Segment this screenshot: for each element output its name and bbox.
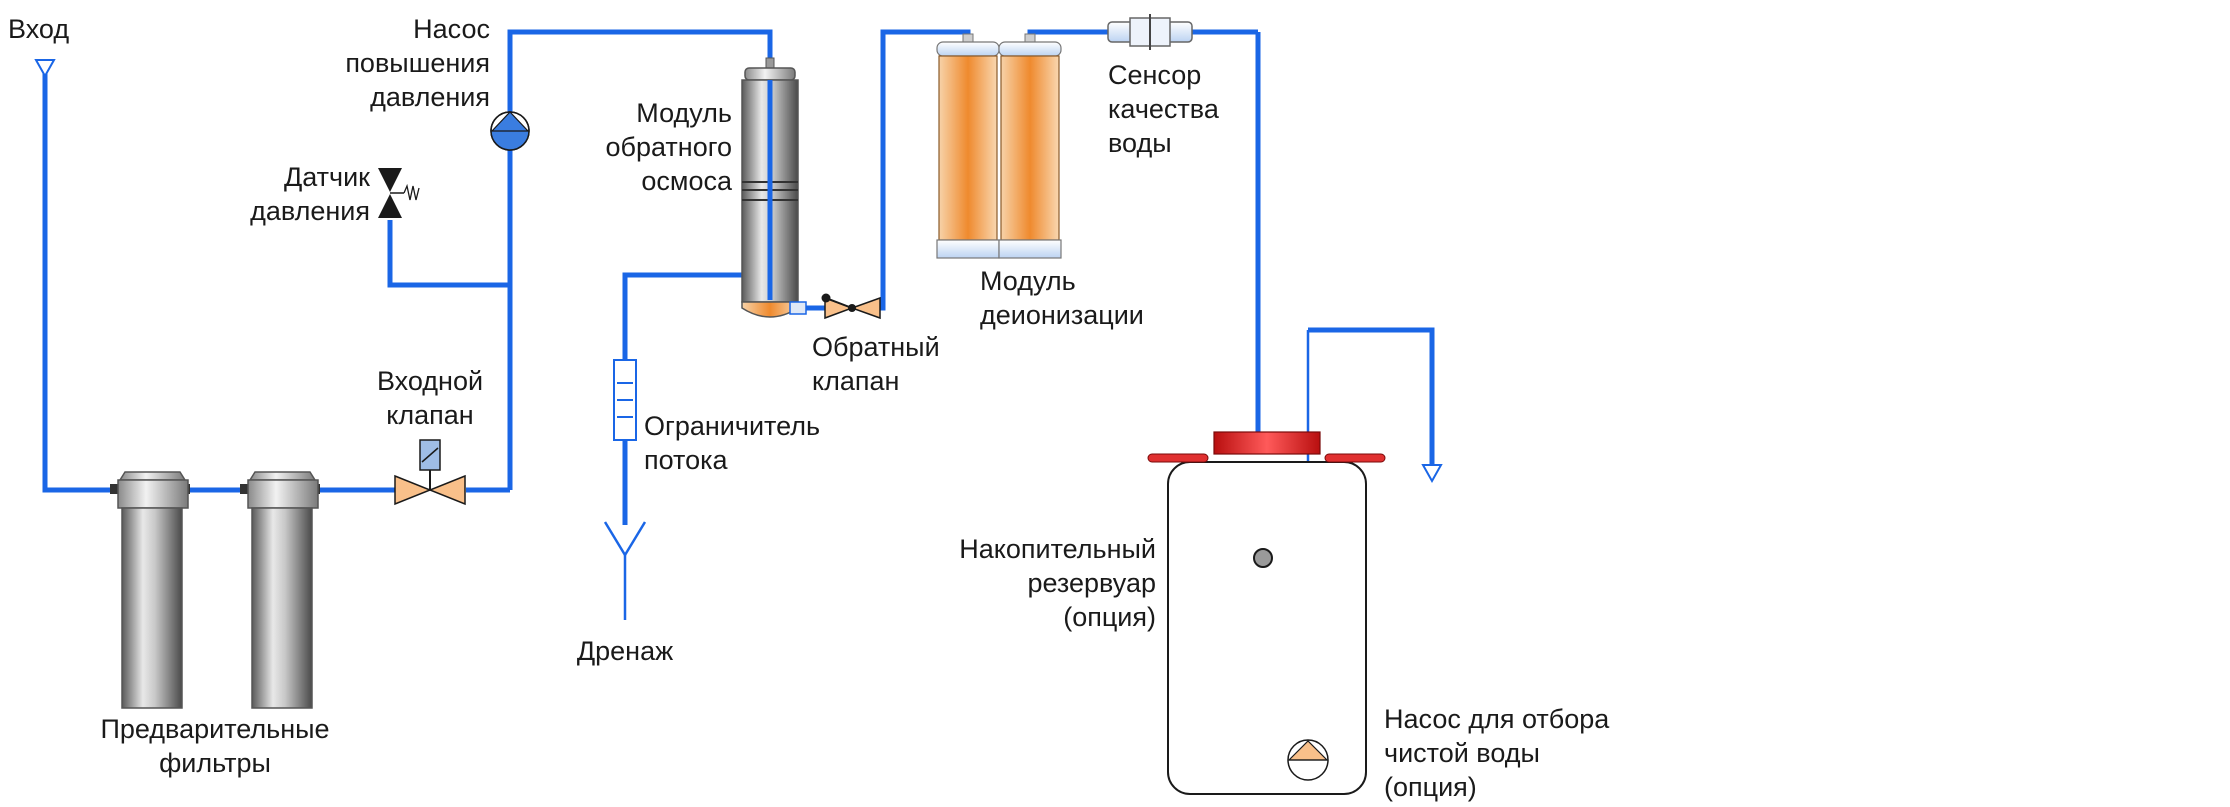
drain-label: Дренаж (576, 636, 674, 666)
inlet-label: Вход (8, 14, 70, 44)
dispense-pump-label: Насос для отбора чистой воды (опция) (1384, 704, 1610, 802)
booster-pump-label: Насос повышения давления (345, 14, 490, 112)
di-module-label: Модуль деионизации (980, 266, 1144, 330)
inlet-valve (394, 439, 466, 506)
pressure-sensor-label: Датчик давления (250, 162, 370, 226)
quality-sensor-icon (1107, 14, 1193, 50)
inlet-arrow-icon (34, 59, 56, 79)
pressure-sensor-icon (378, 168, 420, 218)
check-valve (821, 293, 881, 320)
drain-funnel-icon (603, 521, 647, 558)
prefilter-1 (110, 471, 190, 709)
ro-module (741, 57, 807, 318)
dispense-pump-icon (1287, 739, 1329, 781)
quality-sensor-label: Сенсор качества воды (1108, 60, 1219, 158)
prefilters-label: Предварительные фильтры (100, 714, 330, 778)
ro-module-label: Модуль обратного осмоса (605, 98, 732, 196)
storage-tank (1147, 431, 1386, 795)
outlet-arrow-icon (1421, 464, 1443, 484)
flow-restrictor-icon (613, 359, 637, 441)
check-valve-label: Обратный клапан (812, 332, 940, 396)
booster-pump-icon (490, 111, 530, 151)
storage-tank-label: Накопительный резервуар (опция) (959, 534, 1156, 632)
inlet-valve-label: Входной клапан (376, 366, 484, 430)
prefilter-2 (240, 471, 320, 709)
di-module (936, 33, 1062, 259)
flow-restrictor-label: Ограничитель потока (644, 411, 821, 475)
